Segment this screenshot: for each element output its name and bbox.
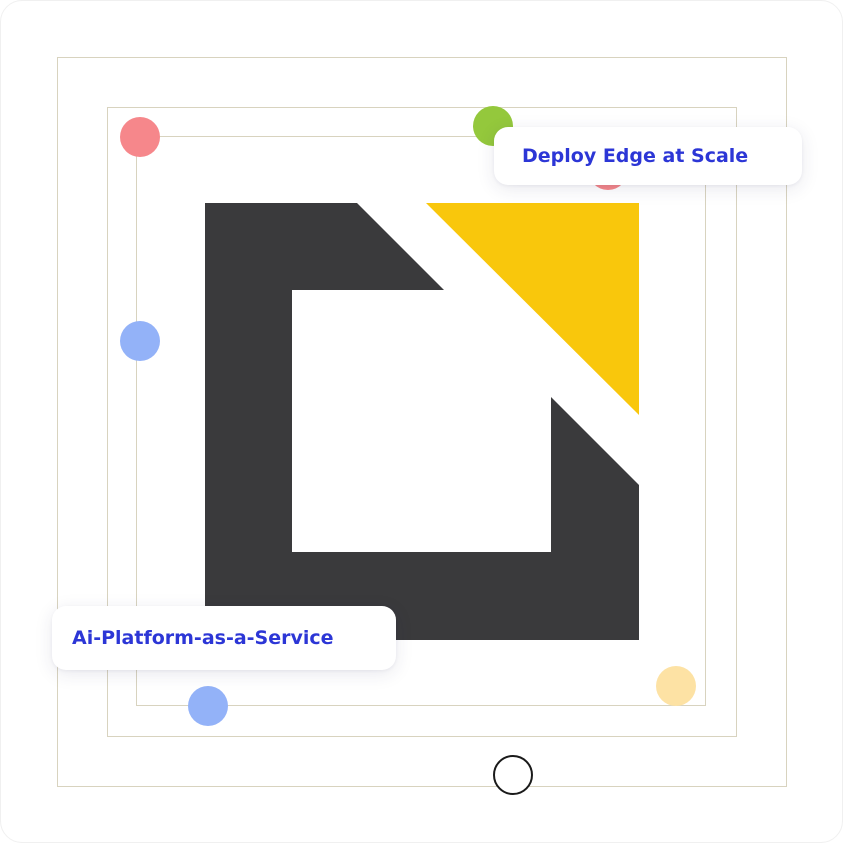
frame-square-outer [57, 57, 787, 787]
circle-outline-icon [493, 755, 533, 795]
frame-square-inner [136, 136, 706, 706]
deploy-edge-label: Deploy Edge at Scale [522, 145, 749, 167]
ai-platform-badge: Ai-Platform-as-a-Service [52, 606, 396, 670]
decor-dot-blue-left [120, 321, 160, 361]
decor-dot-red [120, 117, 160, 157]
deploy-edge-badge: Deploy Edge at Scale [494, 127, 802, 185]
logo-dark-shape [205, 203, 639, 640]
decor-dot-yellow [656, 666, 696, 706]
logo-accent-triangle [426, 203, 639, 415]
ai-platform-label: Ai-Platform-as-a-Service [72, 627, 334, 649]
decor-dot-blue-bottom [188, 686, 228, 726]
frame-square-middle [107, 107, 737, 737]
geometric-logo-icon [205, 203, 639, 640]
